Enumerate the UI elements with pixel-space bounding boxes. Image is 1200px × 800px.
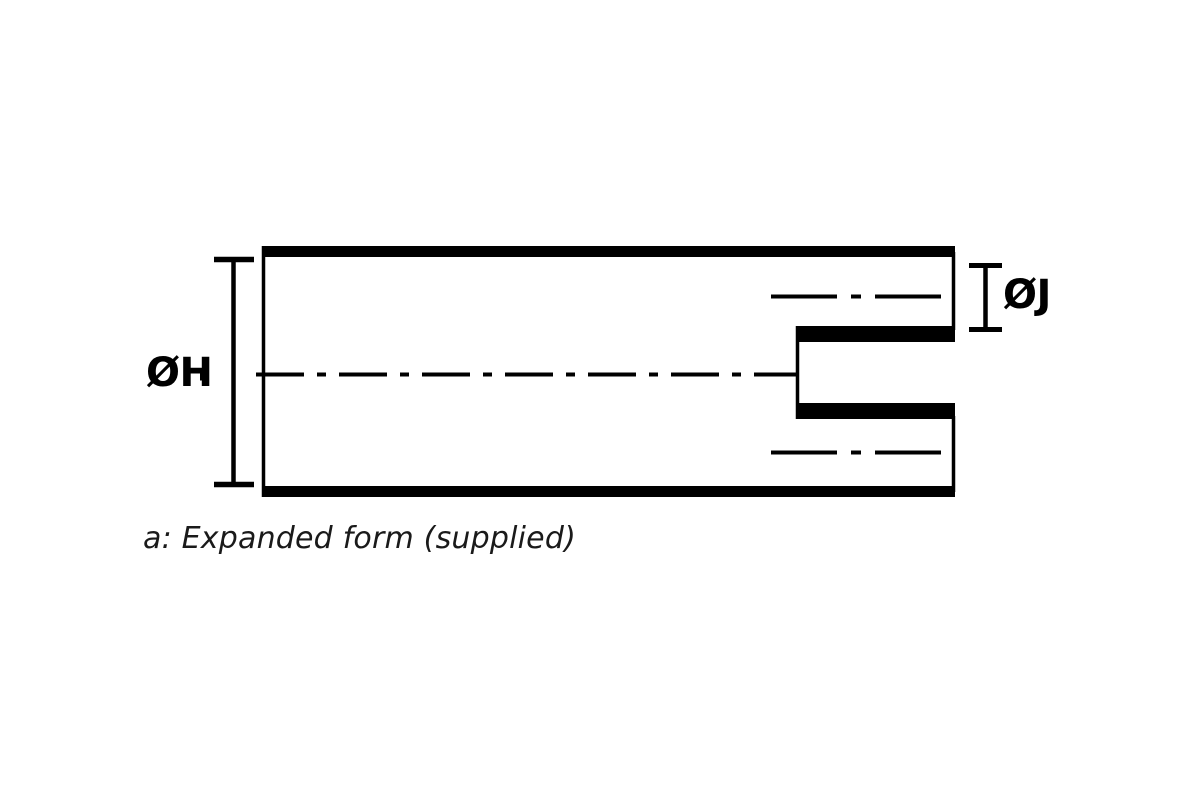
dimension-oh: [200, 256, 254, 488]
dimension-label-outer-diameter: ØH: [146, 350, 213, 396]
dimension-label-inner-diameter: ØJ: [1003, 272, 1051, 318]
body-top-wall: [262, 246, 955, 257]
figure-caption: a: Expanded form (supplied): [143, 521, 576, 556]
body-bottom-wall: [262, 486, 955, 497]
dimension-oj: [969, 263, 1002, 332]
notch-lower-bar: [796, 403, 955, 419]
notch-upper-bar: [796, 326, 955, 342]
